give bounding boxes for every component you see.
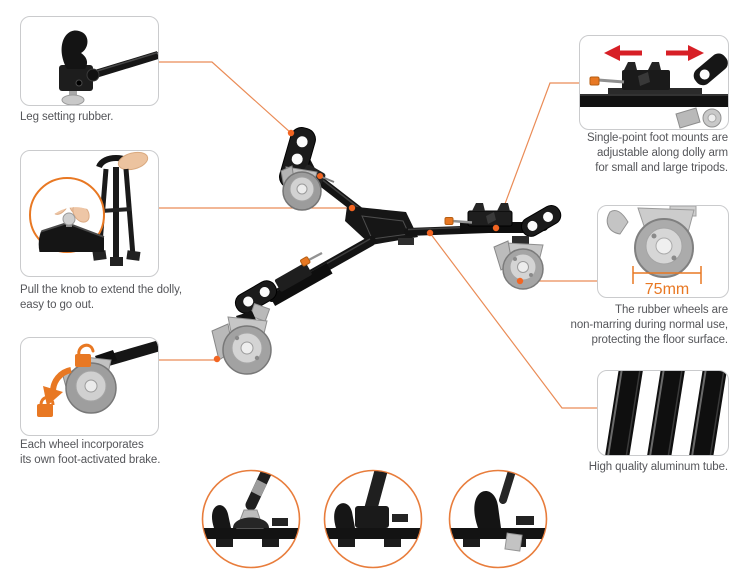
caption-line: adjustable along dolly arm	[596, 147, 728, 159]
detail-circle-clamped-leg	[448, 469, 548, 569]
arrow-left-icon	[604, 45, 642, 61]
callout-box-leg-rubber	[20, 16, 159, 106]
dolly-center-hub	[345, 206, 418, 245]
leg-rubber-photo	[59, 30, 158, 105]
detail-circle-spiked-foot	[201, 469, 301, 569]
foot-mounts-photo	[580, 45, 728, 129]
rotate-arrow-icon	[43, 367, 72, 406]
orange-pin	[300, 256, 311, 267]
wheel-brake-photo	[37, 340, 158, 417]
pull-knob-photo	[29, 151, 149, 266]
caption-aluminum-tube: High quality aluminum tube.	[589, 460, 728, 475]
connector-foot-mounts	[495, 82, 580, 229]
rubber-wheel-photo: 75mm	[606, 206, 702, 297]
callout-anchor-dots	[213, 129, 524, 363]
caption-line: non-marring during normal use,	[570, 319, 729, 331]
dolly-top-arm	[279, 126, 377, 226]
aluminum-tube-photo	[603, 371, 728, 455]
caption-foot-mounts: Single-point foot mounts are adjustable …	[587, 131, 728, 176]
right-foot-mount-plate	[520, 205, 562, 237]
wheel-diameter-label: 75mm	[645, 281, 689, 297]
caption-line: its own foot-activated brake.	[20, 454, 161, 466]
orange-pin	[444, 217, 454, 225]
connector-leg-rubber	[159, 61, 292, 134]
callout-box-aluminum-tube	[597, 370, 729, 456]
right-caster-wheel	[493, 240, 544, 290]
callout-box-wheel-brake	[20, 337, 159, 436]
dolly-bottom-arm	[211, 236, 376, 375]
caption-line: for small and large tripods.	[595, 162, 728, 174]
arrow-right-icon	[666, 45, 704, 61]
caption-line: High quality aluminum tube.	[588, 461, 728, 473]
top-caster-wheel	[280, 165, 322, 211]
connector-aluminum-tube	[429, 232, 597, 409]
bottom-caster-wheel	[211, 316, 272, 375]
caption-line: Leg setting rubber.	[20, 111, 114, 123]
caption-pull-knob: Pull the knob to extend the dolly, easy …	[20, 283, 182, 313]
caption-wheel-brake: Each wheel incorporates its own foot-act…	[20, 438, 160, 468]
caption-line: Pull the knob to extend the dolly,	[20, 284, 182, 296]
wheel-diameter-measure: 75mm	[632, 266, 702, 297]
dolly-right-arm	[404, 203, 562, 290]
lock-open-icon	[75, 343, 95, 367]
clamp-lever	[61, 30, 88, 69]
orange-pin	[317, 173, 323, 179]
caption-line: The rubber wheels are	[615, 304, 728, 316]
caption-line: Each wheel incorporates	[20, 439, 144, 451]
knob-zoom-inset	[29, 177, 105, 253]
caption-line: Single-point foot mounts are	[586, 132, 728, 144]
caption-leg-rubber: Leg setting rubber.	[20, 110, 113, 125]
detail-circle-rubber-foot	[323, 469, 423, 569]
lock-closed-icon	[37, 396, 55, 417]
callout-box-rubber-wheels: 75mm	[597, 205, 729, 298]
caption-line: protecting the floor surface.	[591, 334, 729, 346]
callout-connector-lines	[159, 61, 597, 409]
callout-box-foot-mounts	[579, 35, 729, 130]
callout-box-pull-knob	[20, 150, 159, 277]
caption-line: easy to go out.	[20, 299, 94, 311]
caption-rubber-wheels: The rubber wheels are non-marring during…	[570, 303, 729, 348]
